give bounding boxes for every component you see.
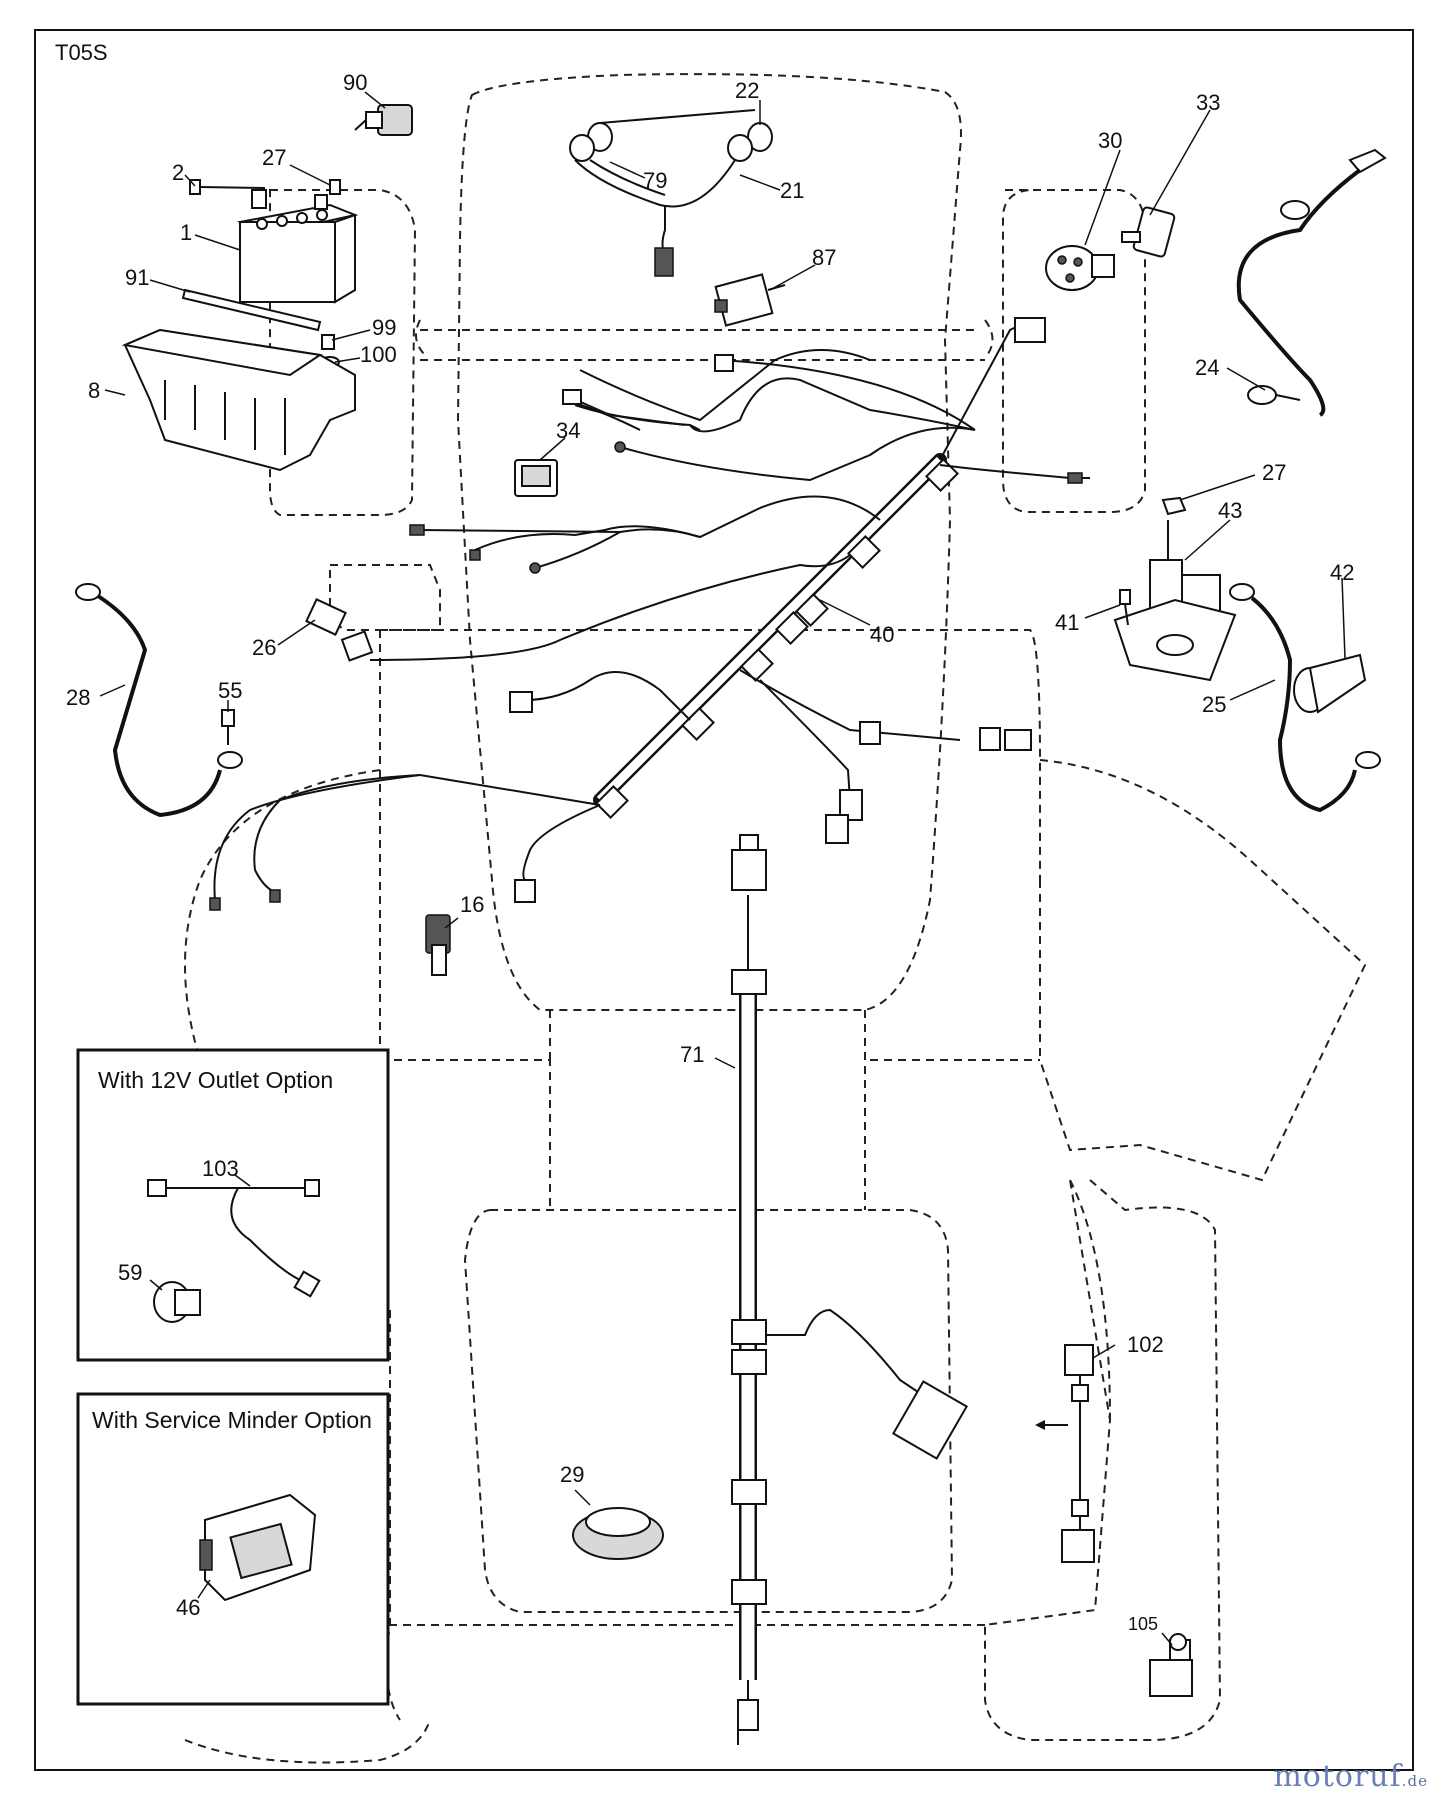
label-87: 87: [812, 245, 836, 270]
label-102: 102: [1127, 1332, 1164, 1357]
label-2: 2: [172, 160, 184, 185]
part-103-outlet-harness: [147, 1179, 321, 1298]
part-42-terminal-boot: [1293, 653, 1367, 714]
part-33-ignition-key: [1121, 206, 1176, 258]
part-labels: T05S 90 22 33 30 2 27 79 21 1 91 87 24 9…: [55, 40, 1354, 1634]
label-105: 105: [1128, 1614, 1158, 1634]
label-91: 91: [125, 265, 149, 290]
part-8-battery-tray: [121, 328, 356, 472]
part-105-sensor: [1149, 1633, 1193, 1697]
label-42: 42: [1330, 560, 1354, 585]
label-21: 21: [780, 178, 804, 203]
label-1: 1: [180, 220, 192, 245]
minder-box-title: With Service Minder Option: [92, 1407, 372, 1433]
part-46-service-minder: [199, 1493, 317, 1602]
part-16-seat-switch: [425, 914, 451, 976]
label-59: 59: [118, 1260, 142, 1285]
part-55-bolt: [221, 709, 235, 745]
label-8: 8: [88, 378, 100, 403]
label-40: 40: [870, 622, 894, 647]
part-28-ground-cable: [75, 583, 243, 818]
label-27b: 27: [1262, 460, 1286, 485]
label-71: 71: [680, 1042, 704, 1067]
label-33: 33: [1196, 90, 1220, 115]
label-27a: 27: [262, 145, 286, 170]
part-41-bolt: [1119, 589, 1131, 626]
part-2-bolt: [189, 179, 266, 195]
option-box-service-minder: With Service Minder Option: [76, 1392, 390, 1706]
part-34-switch: [514, 459, 558, 497]
label-25: 25: [1202, 692, 1226, 717]
part-90-connector-cap: [354, 104, 413, 136]
label-28: 28: [66, 685, 90, 710]
watermark-tld: .de: [1401, 1772, 1428, 1790]
label-43: 43: [1218, 498, 1242, 523]
option-box-12v-outlet: With 12V Outlet Option: [76, 1048, 390, 1362]
part-24-battery-cable: [1236, 148, 1387, 417]
part-40-main-harness: [209, 317, 1090, 911]
label-29: 29: [560, 1462, 584, 1487]
label-41: 41: [1055, 610, 1079, 635]
part-25-starter-cable: [1229, 583, 1381, 813]
watermark: motoruf.de: [1273, 1759, 1428, 1794]
part-26-fuse-holder: [305, 598, 347, 636]
label-34: 34: [556, 418, 580, 443]
label-79: 79: [643, 168, 667, 193]
part-102-harness: [1035, 1344, 1095, 1563]
diagram-id: T05S: [55, 40, 108, 65]
label-22: 22: [735, 78, 759, 103]
leader-lines: [99, 91, 1346, 1646]
label-90: 90: [343, 70, 367, 95]
part-91-hold-down-strap: [181, 288, 322, 332]
label-100: 100: [360, 342, 397, 367]
outlet-box-title: With 12V Outlet Option: [98, 1067, 333, 1093]
label-99: 99: [372, 315, 396, 340]
label-103: 103: [202, 1156, 239, 1181]
part-71-harness: [731, 834, 969, 1745]
diagram-frame: [34, 29, 1414, 1771]
part-87-relay: [714, 273, 786, 327]
watermark-brand: motoruf: [1273, 1759, 1402, 1794]
part-99-bolt: [321, 334, 335, 350]
part-43-solenoid: [1113, 520, 1237, 682]
part-27-nut: [329, 179, 341, 195]
label-30: 30: [1098, 128, 1122, 153]
label-26: 26: [252, 635, 276, 660]
part-29-grommet: [572, 1507, 664, 1560]
label-55: 55: [218, 678, 242, 703]
label-46: 46: [176, 1595, 200, 1620]
label-16: 16: [460, 892, 484, 917]
part-27-nut-right: [1161, 496, 1187, 516]
label-24: 24: [1195, 355, 1219, 380]
part-59-12v-outlet: [153, 1281, 201, 1323]
part-30-ignition-switch: [1045, 245, 1115, 291]
part-22-lamp-harness: [569, 109, 773, 277]
part-1-battery: [236, 189, 359, 304]
